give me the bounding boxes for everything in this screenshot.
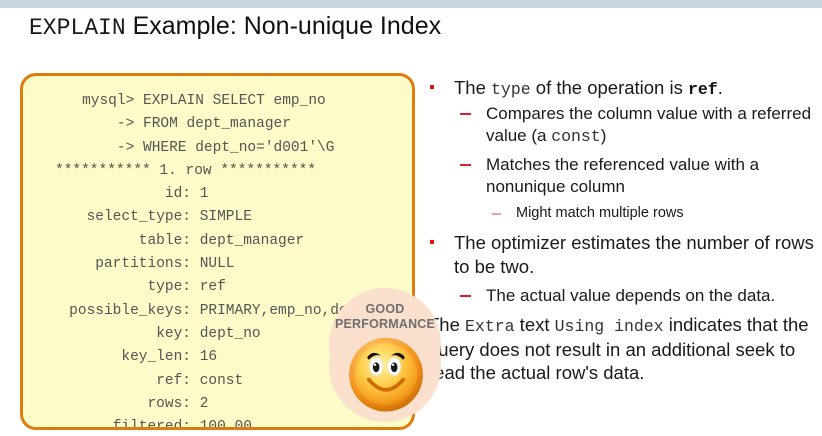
code-field-value: 100.00 [191, 419, 252, 430]
code-line: key: dept_no [23, 323, 412, 346]
code-field-value: ref [191, 279, 226, 296]
code-line: select_type: SIMPLE [23, 206, 412, 229]
bullet-type-code: ref [688, 80, 718, 99]
code-field-value: dept_manager [191, 232, 305, 249]
code-block-content: mysql> EXPLAIN SELECT emp_no -> FROM dep… [23, 90, 412, 430]
code-field-key: ref: [156, 372, 191, 389]
code-prompt: -> [90, 139, 143, 156]
bullet-optimizer-estimates: The optimizer estimates the number of ro… [424, 231, 818, 279]
bullet-compares-column-value: Compares the column value with a referre… [424, 103, 818, 148]
bullet-compares-post: ) [600, 126, 607, 145]
code-field-key: partitions: [95, 256, 191, 273]
bullet-compares-pre: Compares the column value with a referre… [486, 104, 812, 145]
code-statement: EXPLAIN SELECT emp_no [143, 93, 326, 109]
code-field-key: id: [164, 186, 191, 203]
code-field-value: NULL [191, 256, 235, 273]
code-field-value: 2 [191, 395, 209, 412]
code-line: possible_keys: PRIMARY,emp_no,dept_no [23, 300, 412, 323]
code-line: -> FROM dept_manager [23, 113, 412, 136]
code-statement: FROM dept_manager [143, 116, 291, 133]
top-accent-bar [0, 0, 822, 8]
bullet-list: The type of the operation is ref. Compar… [424, 76, 818, 428]
bullet-actual-value-depends: The actual value depends on the data. [424, 285, 818, 307]
code-prompt: mysql> [82, 93, 143, 109]
code-line: mysql> EXPLAIN SELECT emp_no [23, 90, 412, 113]
code-statement: WHERE dept_no='d001'\G [143, 139, 335, 156]
code-field-key: filtered: [112, 419, 191, 430]
paragraph-extra-mono: Extra [465, 317, 515, 336]
code-line: filtered: 100.00 [23, 416, 412, 430]
code-field-key: type: [147, 279, 191, 296]
page-title: EXPLAIN Example: Non-unique Index [29, 9, 729, 43]
code-line: ref: const [23, 370, 412, 393]
code-line: partitions: NULL [23, 253, 412, 276]
code-field-value: const [191, 372, 244, 389]
code-field-value: 1 [191, 186, 209, 203]
code-line: id: 1 [23, 183, 412, 206]
bullet-type-mono: type [491, 80, 531, 99]
bullet-type-mid: of the operation is [530, 77, 688, 98]
paragraph-using-index-mono: Using index [554, 317, 664, 336]
bullet-type-pre: The [454, 77, 492, 98]
paragraph-mid: text [514, 314, 555, 335]
page-title-mono: EXPLAIN [29, 15, 126, 41]
code-line: type: ref [23, 276, 412, 299]
code-field-value: PRIMARY,emp_no,dept_no [191, 302, 392, 319]
paragraph-extra-using-index: The Extra text Using index indicates tha… [424, 313, 818, 384]
code-line: table: dept_manager [23, 230, 412, 253]
code-field-key: key: [156, 325, 191, 342]
page-title-sans: Example: Non-unique Index [125, 12, 442, 40]
bullet-might-match-multiple-rows: Might match multiple rows [424, 203, 818, 223]
code-field-key: possible_keys: [69, 302, 191, 319]
code-field-key: table: [138, 232, 191, 249]
code-line: rows: 2 [23, 393, 412, 416]
code-field-key: select_type: [86, 209, 191, 226]
code-field-value: dept_no [191, 325, 261, 342]
bullet-type-post: . [717, 77, 723, 98]
code-field-key: rows: [147, 395, 191, 412]
code-line: key_len: 16 [23, 346, 412, 369]
code-field-value: 16 [191, 349, 218, 366]
code-field-value: SIMPLE [191, 209, 252, 226]
bullet-compares-mono: const [551, 127, 601, 146]
bullet-matches-referenced-value: Matches the referenced value with a nonu… [424, 154, 818, 198]
code-line: *********** 1. row *********** [23, 160, 412, 183]
paragraph-post: indicates that the query does not result… [428, 314, 809, 383]
paragraph-pre: The [428, 314, 466, 335]
code-row-separator: *********** 1. row *********** [55, 162, 317, 179]
code-field-key: key_len: [121, 349, 191, 366]
code-line: -> WHERE dept_no='d001'\G [23, 137, 412, 160]
bullet-type-operation: The type of the operation is ref. [424, 76, 818, 102]
code-block-panel: mysql> EXPLAIN SELECT emp_no -> FROM dep… [20, 73, 415, 430]
code-prompt: -> [90, 116, 143, 133]
